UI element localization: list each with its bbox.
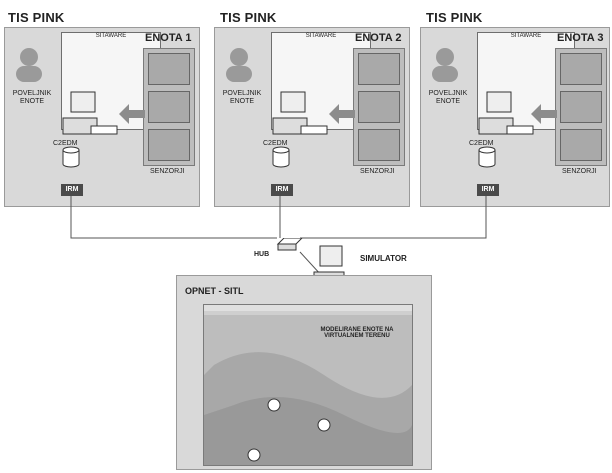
sitaware-label: SITAWARE bbox=[305, 33, 337, 39]
irm-box: IRM bbox=[271, 184, 293, 196]
sitaware-label: SITAWARE bbox=[510, 33, 542, 39]
sensor-image bbox=[148, 53, 190, 85]
unit-label: ENOTA 2 bbox=[355, 32, 402, 44]
sensor-strip bbox=[353, 48, 405, 166]
unit-label: ENOTA 3 bbox=[557, 32, 604, 44]
simulator-label: SIMULATOR bbox=[360, 254, 407, 263]
commander-icon bbox=[16, 48, 42, 82]
database-icon bbox=[62, 146, 80, 168]
sensor-image bbox=[560, 53, 602, 85]
unit-title: TIS PINK bbox=[426, 10, 483, 25]
c2-label: C2EDM bbox=[469, 140, 494, 147]
commander-icon bbox=[432, 48, 458, 82]
sensors-label: SENZORJI bbox=[562, 168, 597, 175]
commander-label: POVELJNIK ENOTE bbox=[12, 90, 52, 105]
unit-title: TIS PINK bbox=[8, 10, 65, 25]
database-icon bbox=[478, 146, 496, 168]
sensors-label: SENZORJI bbox=[150, 168, 185, 175]
hub-label: HUB bbox=[254, 251, 270, 258]
sitaware-label: SITAWARE bbox=[95, 33, 127, 39]
database-icon bbox=[272, 146, 290, 168]
terrain-map bbox=[204, 305, 412, 465]
commander-label: POVELJNIK ENOTE bbox=[222, 90, 262, 105]
irm-box: IRM bbox=[61, 184, 83, 196]
map-caption: MODELIRANE ENOTE NA VIRTUALNEM TERENU bbox=[320, 327, 394, 339]
unit-label: ENOTA 1 bbox=[145, 32, 192, 44]
sensor-image bbox=[148, 91, 190, 123]
unit-panel: SITAWARE ENOTA 1 SENZORJI POVELJNIK ENOT… bbox=[4, 27, 200, 207]
sensor-image bbox=[358, 91, 400, 123]
workstation-icon bbox=[62, 91, 118, 135]
sensor-image bbox=[148, 129, 190, 161]
workstation-icon bbox=[272, 91, 328, 135]
sensor-image bbox=[358, 129, 400, 161]
unit-panel: SITAWARE ENOTA 2 SENZORJI POVELJNIK ENOT… bbox=[214, 27, 410, 207]
arrow-left-icon bbox=[531, 104, 557, 124]
workstation-icon bbox=[478, 91, 534, 135]
opnet-title: OPNET - SITL bbox=[185, 286, 244, 296]
sensor-image bbox=[560, 91, 602, 123]
irm-box: IRM bbox=[477, 184, 499, 196]
c2-label: C2EDM bbox=[263, 140, 288, 147]
unit-panel: SITAWARE ENOTA 3 SENZORJI POVELJNIK ENOT… bbox=[420, 27, 610, 207]
sensor-image bbox=[358, 53, 400, 85]
unit-title: TIS PINK bbox=[220, 10, 277, 25]
sensor-image bbox=[560, 129, 602, 161]
sensor-strip bbox=[143, 48, 195, 166]
commander-icon bbox=[226, 48, 252, 82]
opnet-panel: OPNET - SITL MODELIRANE ENOTE NA VIRTUAL… bbox=[176, 275, 432, 470]
arrow-left-icon bbox=[329, 104, 355, 124]
opnet-window: MODELIRANE ENOTE NA VIRTUALNEM TERENU bbox=[203, 304, 413, 466]
hub-icon bbox=[276, 238, 303, 251]
sensor-strip bbox=[555, 48, 607, 166]
sensors-label: SENZORJI bbox=[360, 168, 395, 175]
arrow-left-icon bbox=[119, 104, 145, 124]
c2-label: C2EDM bbox=[53, 140, 78, 147]
commander-label: POVELJNIK ENOTE bbox=[428, 90, 468, 105]
